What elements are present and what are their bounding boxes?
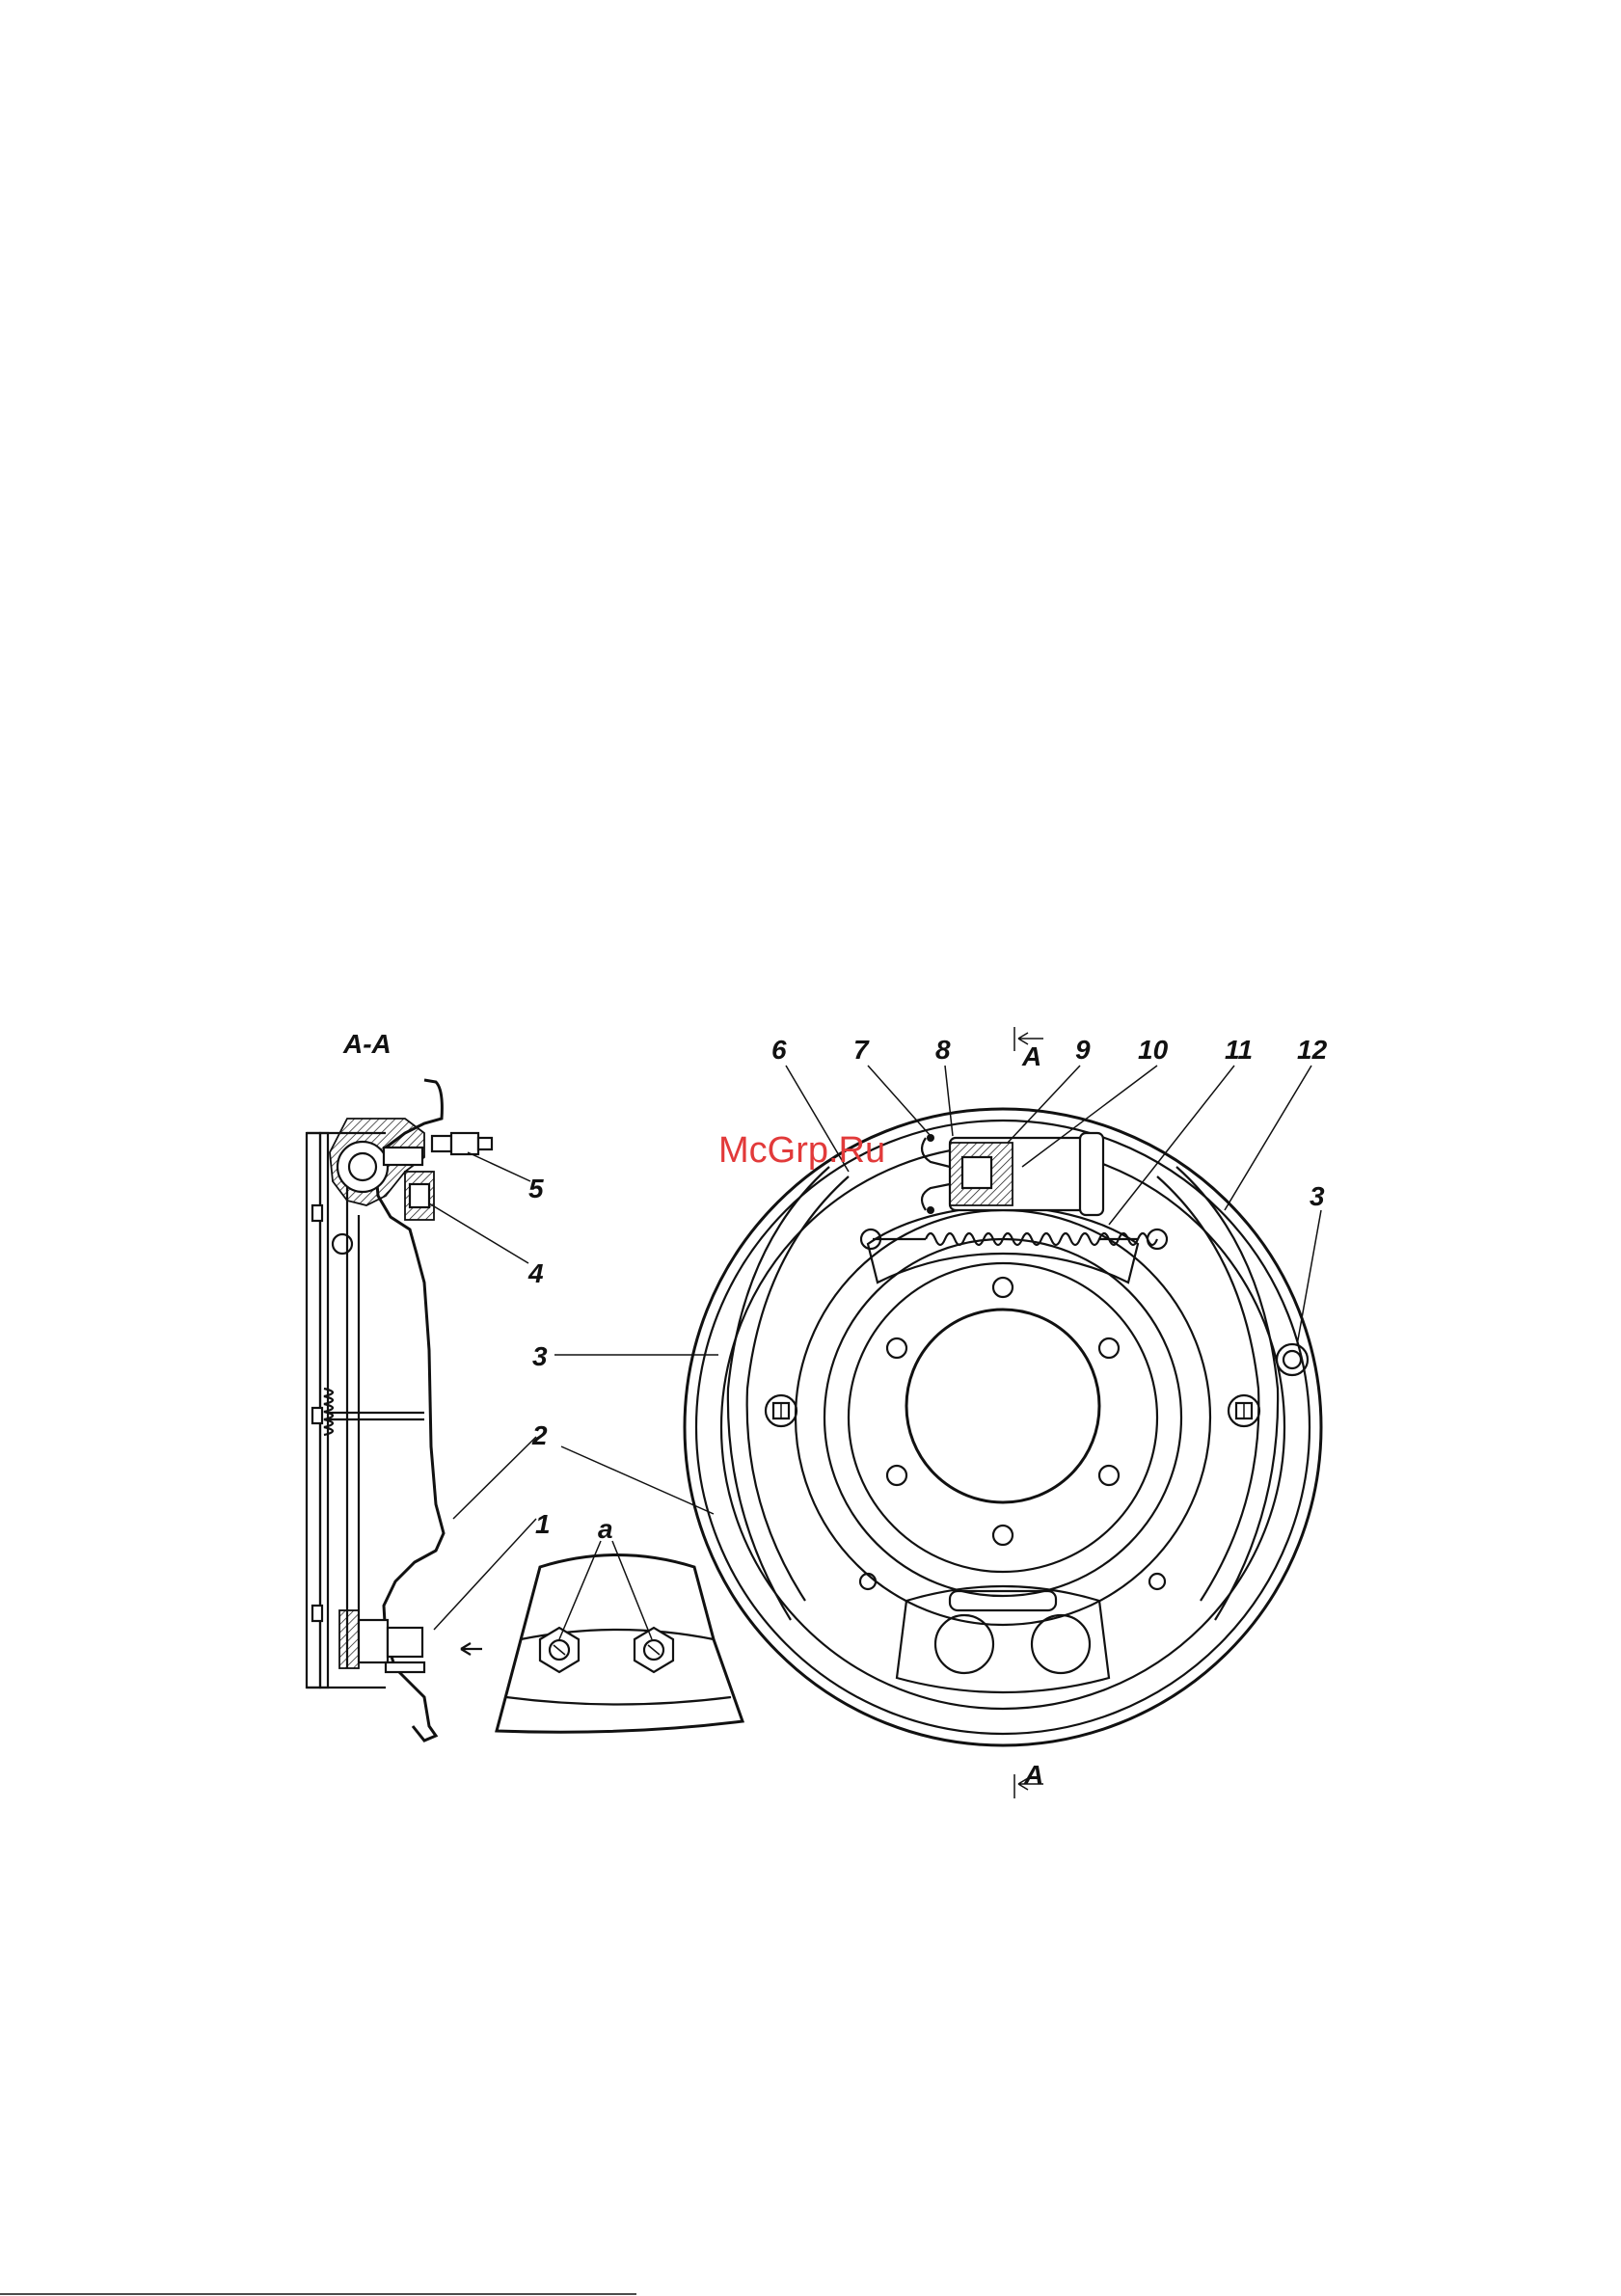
callout-3-left: 3	[532, 1341, 548, 1371]
hold-down-pin-right	[1229, 1395, 1259, 1426]
callout-3-right: 3	[1310, 1181, 1325, 1211]
watermark: McGrp.Ru	[718, 1130, 885, 1171]
wheel-cylinder	[922, 1133, 1103, 1215]
callout-10: 10	[1138, 1035, 1169, 1065]
callout-7: 7	[853, 1035, 870, 1065]
callout-1: 1	[535, 1509, 551, 1539]
callout-11: 11	[1225, 1035, 1253, 1065]
adjuster-bolt-section	[339, 1610, 424, 1672]
section-marker-bottom: А	[1023, 1760, 1043, 1790]
bolt-holes	[860, 1278, 1165, 1589]
adjuster-detail-view	[497, 1555, 743, 1733]
callout-a: а	[598, 1514, 613, 1544]
section-marker-top: А	[1021, 1041, 1041, 1071]
callout-5: 5	[528, 1174, 544, 1203]
callout-4: 4	[527, 1258, 544, 1288]
callout-12: 12	[1297, 1035, 1328, 1065]
hold-down-pin-left	[766, 1395, 797, 1426]
shoe-anchor-pins	[935, 1591, 1090, 1673]
section-title: А-А	[342, 1029, 392, 1059]
adjuster-cam-right	[635, 1628, 673, 1672]
callout-6: 6	[771, 1035, 787, 1065]
callout-2: 2	[531, 1420, 548, 1450]
callout-9: 9	[1075, 1035, 1091, 1065]
callout-8: 8	[935, 1035, 951, 1065]
